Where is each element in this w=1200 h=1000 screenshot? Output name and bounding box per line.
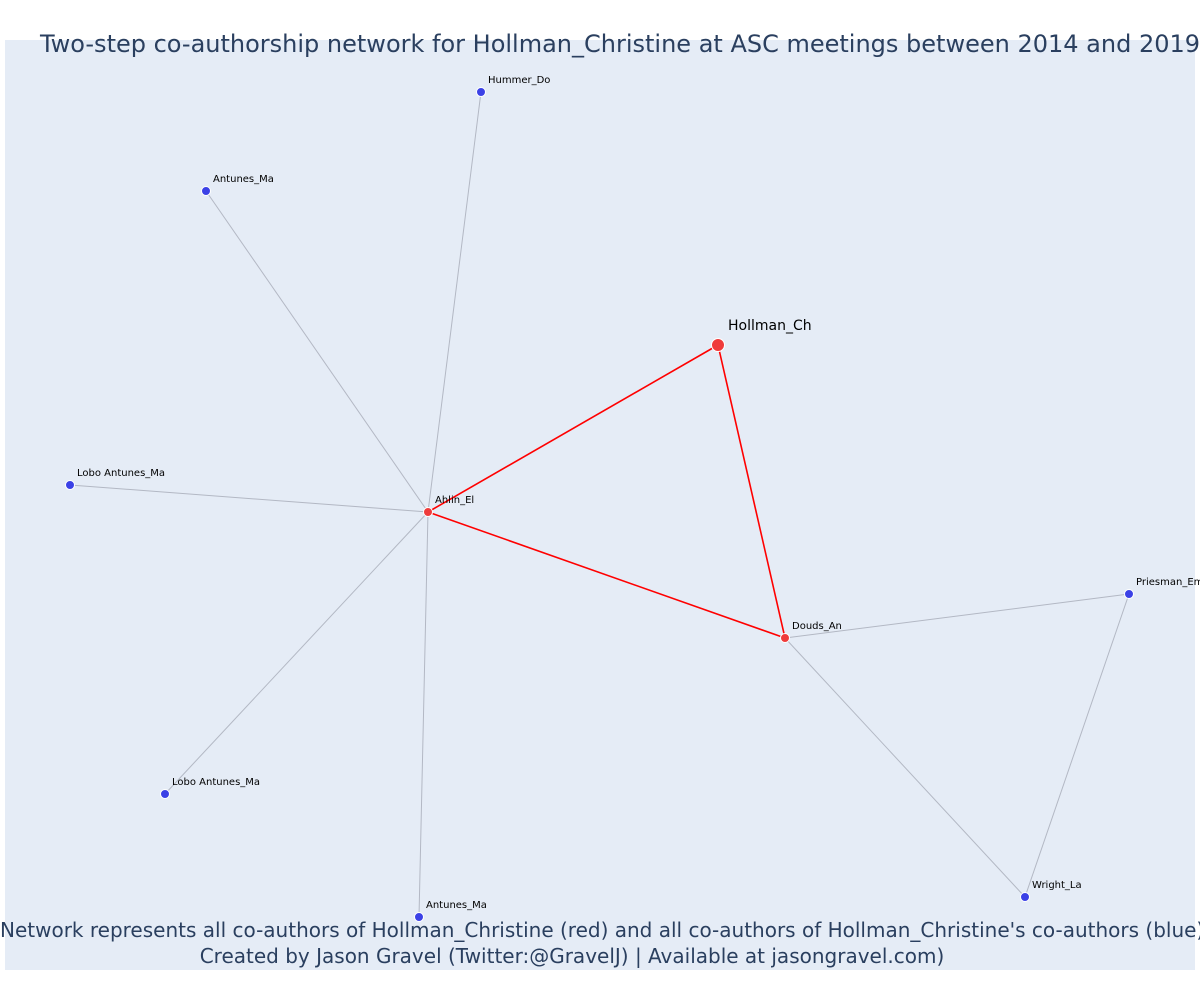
node-label-hummer: Hummer_Do bbox=[488, 75, 550, 86]
edge-ahlin-douds bbox=[427, 511, 786, 639]
node-label-antunes2: Antunes_Ma bbox=[426, 900, 487, 911]
node-marker-hummer[interactable] bbox=[476, 87, 486, 97]
node-marker-antunes2[interactable] bbox=[414, 912, 424, 922]
edge-ahlin-antunes2 bbox=[418, 511, 429, 918]
edge-hollman-douds bbox=[717, 344, 786, 639]
edge-ahlin-antunes1 bbox=[205, 190, 429, 513]
node-lobo1[interactable]: Lobo Antunes_Ma bbox=[65, 468, 166, 490]
edge-ahlin-lobo1 bbox=[69, 484, 429, 513]
node-marker-lobo1[interactable] bbox=[65, 480, 75, 490]
node-lobo2[interactable]: Lobo Antunes_Ma bbox=[160, 777, 261, 799]
edge-priesman-wright bbox=[1024, 593, 1130, 898]
node-label-priesman: Priesman_Em bbox=[1136, 577, 1200, 588]
node-marker-douds[interactable] bbox=[780, 633, 790, 643]
node-label-lobo2: Lobo Antunes_Ma bbox=[172, 777, 260, 788]
node-label-wright: Wright_La bbox=[1032, 880, 1082, 891]
node-hummer[interactable]: Hummer_Do bbox=[476, 75, 551, 97]
node-label-ahlin: Ahlin_El bbox=[435, 495, 474, 506]
edge-hollman-ahlin bbox=[427, 344, 719, 513]
node-douds[interactable]: Douds_An bbox=[780, 621, 842, 643]
node-marker-priesman[interactable] bbox=[1124, 589, 1134, 599]
node-label-lobo1: Lobo Antunes_Ma bbox=[77, 468, 165, 479]
caption-line-2: Created by Jason Gravel (Twitter:@Gravel… bbox=[199, 944, 945, 968]
edge-ahlin-hummer bbox=[427, 91, 482, 513]
node-label-douds: Douds_An bbox=[792, 621, 842, 632]
node-hollman[interactable]: Hollman_Ch bbox=[711, 318, 812, 352]
node-marker-lobo2[interactable] bbox=[160, 789, 170, 799]
node-wright[interactable]: Wright_La bbox=[1020, 880, 1082, 902]
node-marker-ahlin[interactable] bbox=[423, 507, 433, 517]
node-ahlin[interactable]: Ahlin_El bbox=[423, 495, 475, 517]
edge-douds-priesman bbox=[784, 593, 1130, 639]
node-label-antunes1: Antunes_Ma bbox=[213, 174, 274, 185]
edge-douds-wright bbox=[784, 637, 1026, 898]
node-antunes2[interactable]: Antunes_Ma bbox=[414, 900, 487, 922]
node-marker-antunes1[interactable] bbox=[201, 186, 211, 196]
edges-layer bbox=[69, 91, 1130, 918]
node-priesman[interactable]: Priesman_Em bbox=[1124, 577, 1200, 599]
node-antunes1[interactable]: Antunes_Ma bbox=[201, 174, 274, 196]
figure-title: Two-step co-authorship network for Hollm… bbox=[39, 30, 1200, 58]
caption-line-1: Network represents all co-authors of Hol… bbox=[0, 918, 1200, 942]
node-label-hollman: Hollman_Ch bbox=[728, 318, 812, 334]
node-marker-wright[interactable] bbox=[1020, 892, 1030, 902]
edge-ahlin-lobo2 bbox=[164, 511, 429, 795]
node-marker-hollman[interactable] bbox=[711, 338, 725, 352]
